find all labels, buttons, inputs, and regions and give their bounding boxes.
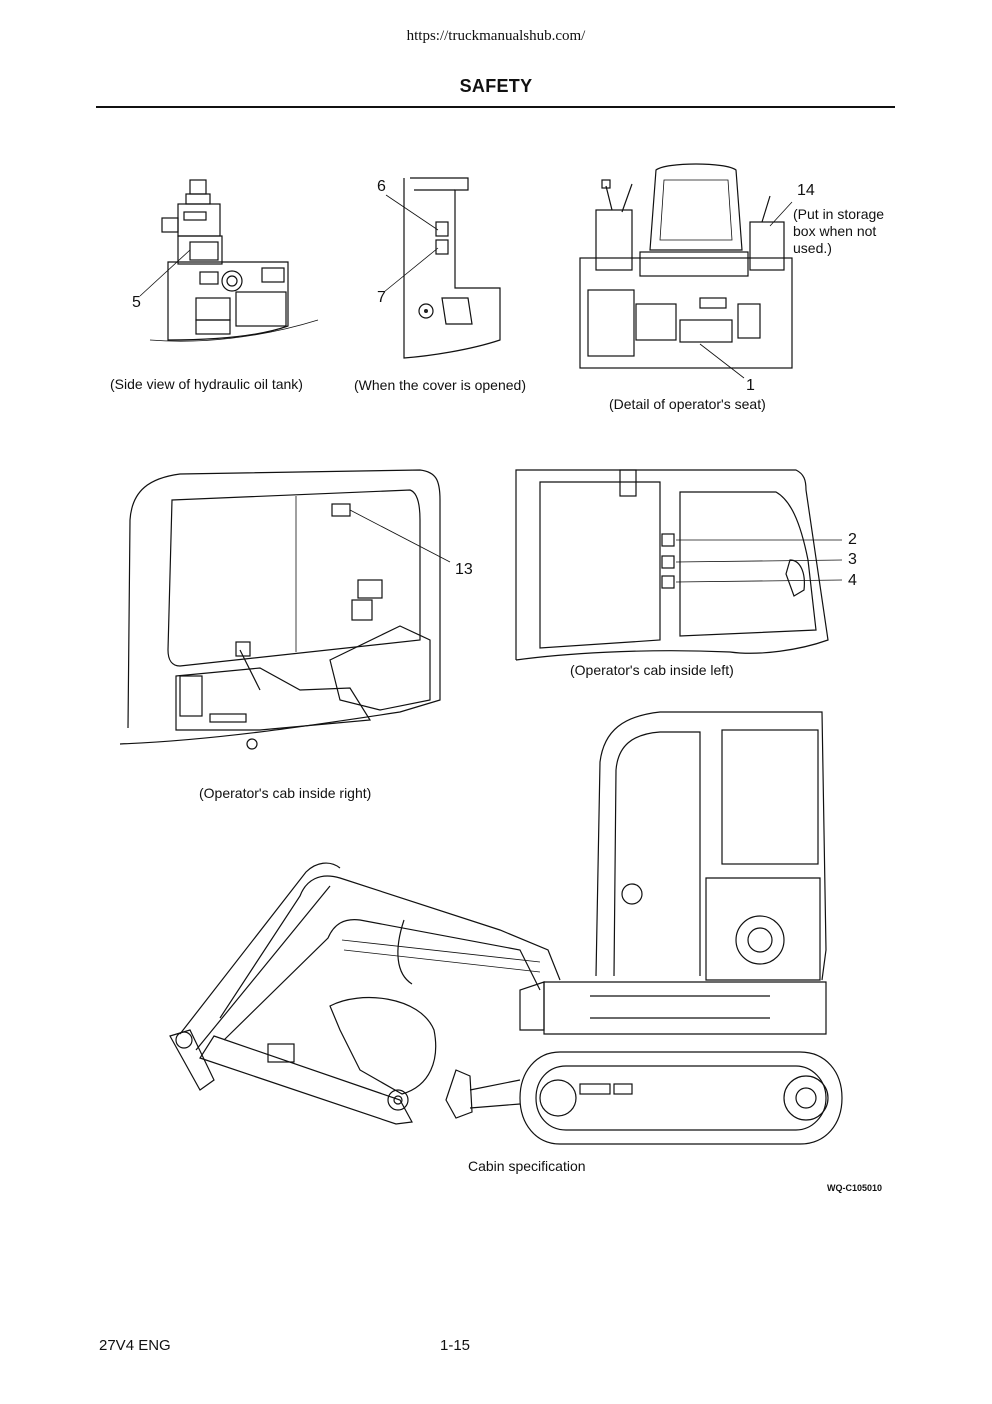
footer-model: 27V4 ENG xyxy=(99,1337,171,1354)
callout-6: 6 xyxy=(377,178,386,195)
cover-opened-drawing xyxy=(383,177,501,359)
caption-cab-inside-right: (Operator's cab inside right) xyxy=(199,785,372,801)
storage-note: (Put in storage box when not used.) xyxy=(793,206,884,257)
cab-inside-right-drawing xyxy=(119,469,451,750)
callout-14: 14 xyxy=(797,182,815,199)
operator-seat-drawing xyxy=(579,163,793,379)
footer-page-number: 1-15 xyxy=(440,1337,471,1354)
caption-cab-inside-left: (Operator's cab inside left) xyxy=(570,662,734,678)
callout-5: 5 xyxy=(132,294,141,311)
storage-note-line-1: (Put in storage xyxy=(793,206,885,222)
page-title: SAFETY xyxy=(459,76,533,96)
storage-note-line-3: used.) xyxy=(793,240,832,256)
source-url: https://truckmanualshub.com/ xyxy=(406,28,586,44)
callout-2: 2 xyxy=(848,531,857,548)
callout-3: 3 xyxy=(848,551,857,568)
caption-operator-seat: (Detail of operator's seat) xyxy=(609,396,766,412)
cab-inside-left-drawing xyxy=(515,469,843,661)
callout-13: 13 xyxy=(455,561,473,578)
callout-7: 7 xyxy=(377,289,386,306)
storage-note-line-2: box when not xyxy=(793,223,877,239)
caption-cabin-specification: Cabin specification xyxy=(468,1158,586,1174)
callout-1: 1 xyxy=(746,377,755,394)
drawing-code: WQ-C105010 xyxy=(827,1183,883,1193)
hydraulic-tank-drawing xyxy=(139,179,319,342)
caption-hydraulic-tank: (Side view of hydraulic oil tank) xyxy=(110,376,303,392)
callout-4: 4 xyxy=(848,572,857,589)
caption-cover-opened: (When the cover is opened) xyxy=(354,377,526,393)
title-rule xyxy=(96,106,895,108)
excavator-drawing xyxy=(169,711,843,1145)
